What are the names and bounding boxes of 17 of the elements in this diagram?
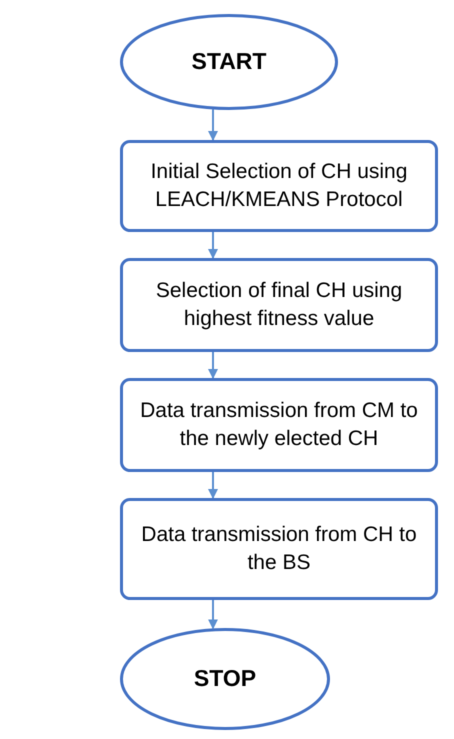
process-label: Data transmission from CH to the BS [140, 522, 418, 576]
process-label: Selection of final CH using highest fitness value [154, 278, 404, 332]
terminal-label: START [192, 47, 266, 76]
terminal-ellipse [120, 628, 330, 730]
arrow [208, 600, 218, 630]
terminal-label: STOP [194, 664, 256, 694]
process-box [120, 498, 438, 600]
process-box [120, 140, 438, 232]
arrow [208, 352, 218, 379]
arrow [208, 232, 218, 259]
process-label: Data transmission from CM to the newly elected CH [139, 398, 419, 452]
arrow [208, 109, 218, 141]
arrow [208, 472, 218, 499]
process-box [120, 258, 438, 352]
process-label: Initial Selection of CH using LEACH/KMEANS Protocol [150, 158, 408, 213]
process-box [120, 378, 438, 472]
terminal-ellipse [120, 14, 338, 110]
